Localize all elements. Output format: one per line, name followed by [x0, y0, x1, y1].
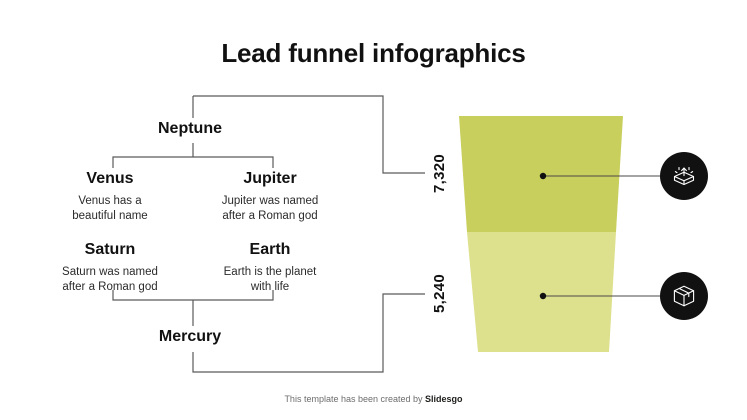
org-tree: Neptune Venus Venus has a beautiful name…: [62, 95, 425, 373]
funnel-diagram: 7,320 5,240: [415, 95, 747, 375]
footer-credit: This template has been created by Slides…: [0, 394, 747, 404]
funnel-segment-bottom: [467, 232, 616, 352]
tree-node-neptune: Neptune: [158, 120, 222, 137]
funnel-icon-badge-bottom[interactable]: [660, 272, 708, 320]
tree-node-saturn-description: Saturn was named after a Roman god: [62, 266, 158, 293]
tree-node-venus-description: Venus has a beautiful name: [72, 195, 148, 222]
page-title: Lead funnel infographics: [221, 38, 526, 68]
closed-box-icon: [673, 285, 695, 307]
tree-node-mercury: Mercury: [158, 328, 222, 345]
tree-node-earth: Earth: [249, 241, 291, 258]
funnel-leader-dot-top: [539, 172, 547, 180]
funnel-shape: [459, 116, 664, 352]
open-box-sparkle-icon: [673, 167, 695, 186]
funnel-icon-badge-top[interactable]: [660, 152, 708, 200]
footer-credit-text: This template has been created by: [284, 394, 426, 404]
tree-node-earth-description: Earth is the planet with life: [223, 266, 317, 293]
tree-node-jupiter-description: Jupiter was named after a Roman god: [221, 195, 319, 222]
tree-node-venus: Venus: [86, 170, 134, 187]
tree-node-jupiter: Jupiter: [243, 170, 297, 187]
funnel-value-top: 7,320: [431, 153, 448, 193]
footer-credit-brand: Slidesgo: [425, 394, 463, 404]
funnel-leader-dot-bottom: [539, 292, 547, 300]
funnel-value-bottom: 5,240: [431, 273, 448, 313]
tree-node-saturn: Saturn: [84, 241, 136, 258]
